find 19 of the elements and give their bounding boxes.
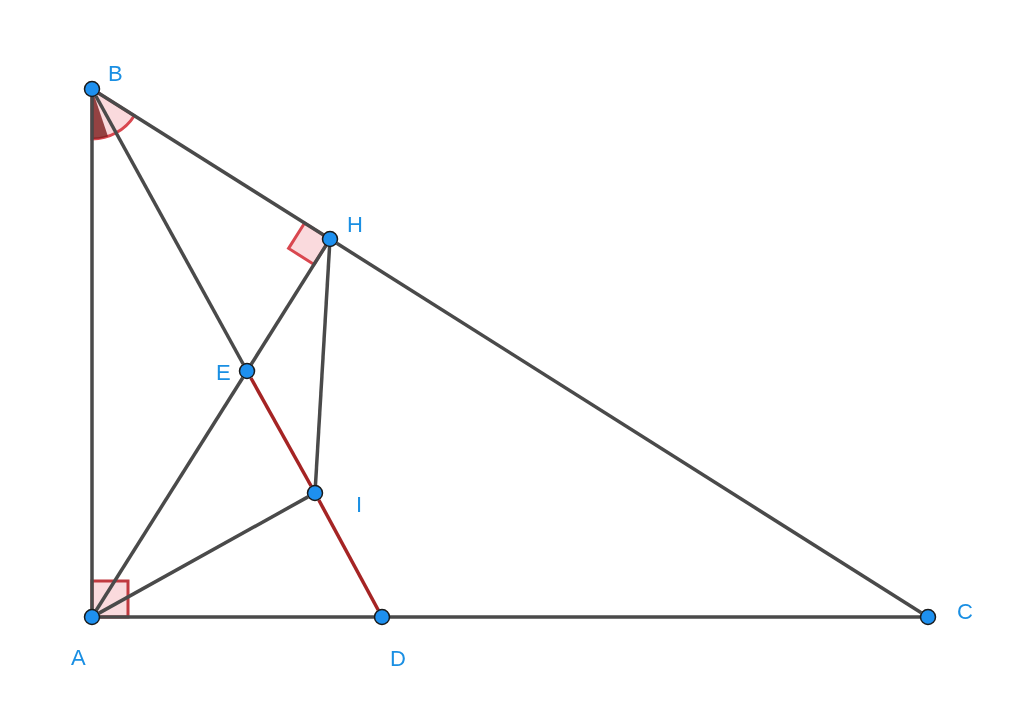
point-label: B — [108, 62, 123, 86]
line-segment — [335, 241, 923, 615]
line-segment — [313, 246, 332, 486]
line-segment — [94, 376, 245, 612]
point-label: I — [356, 493, 363, 517]
line-segment — [97, 91, 325, 237]
line-segment — [390, 615, 920, 619]
point-label: E — [216, 361, 231, 385]
line-segment — [249, 244, 328, 366]
line-segment — [317, 499, 380, 611]
line-segment — [94, 95, 245, 365]
point-label: D — [390, 647, 406, 671]
point-label: A — [71, 646, 86, 670]
point-label: C — [957, 600, 973, 624]
line-segment — [90, 97, 94, 609]
line-segment — [100, 615, 374, 619]
line-segment — [249, 377, 313, 487]
line-segment — [98, 495, 309, 615]
point-label: H — [347, 213, 363, 237]
